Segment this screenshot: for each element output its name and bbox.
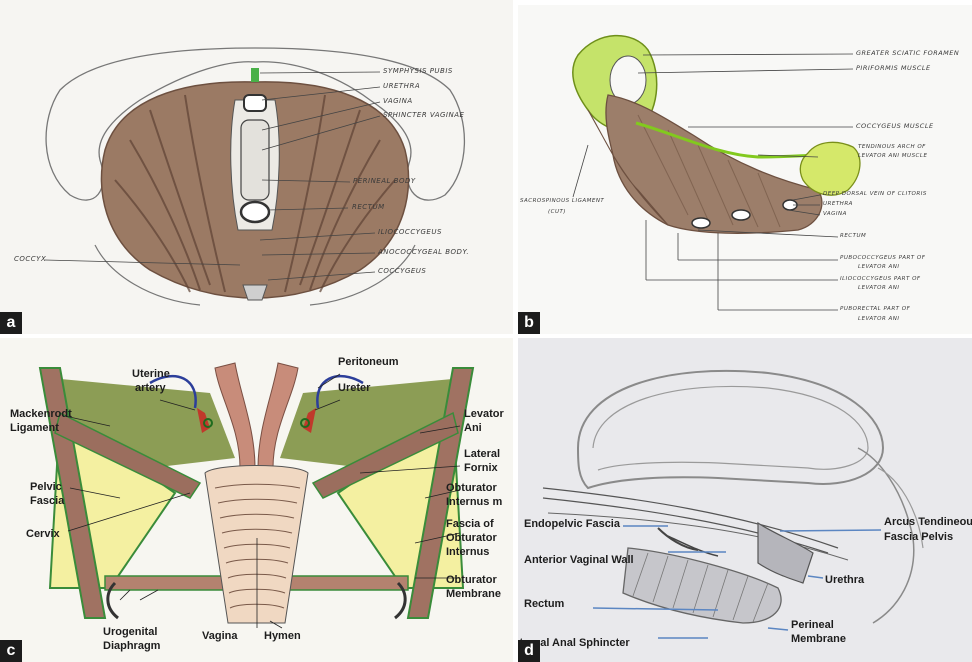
label-pelvic-1: Pelvic (30, 481, 62, 494)
label-vagina: VAGINA (383, 97, 413, 105)
label-sacrospinous-2: (CUT) (548, 209, 566, 215)
pelvic-floor-superior-drawing (0, 0, 513, 334)
label-perineal-1: Perineal (791, 619, 834, 632)
label-obturator-int-2: Internus m (446, 496, 502, 509)
label-greater-sciatic-foramen: GREATER SCIATIC FORAMEN (856, 49, 959, 57)
label-deep-dorsal-vein: DEEP DORSAL VEIN OF CLITORIS (823, 191, 927, 197)
label-peritoneum: Peritoneum (338, 356, 399, 369)
pelvic-coronal-section-drawing (0, 338, 513, 662)
label-urogenital-2: Diaphragm (103, 640, 160, 653)
label-urogenital-1: Urogenital (103, 626, 157, 639)
pelvic-sagittal-sketch (518, 338, 972, 662)
label-sphincter-vaginae: SPHINCTER VAGINAE (383, 111, 464, 119)
label-hymen: Hymen (264, 630, 301, 643)
label-tendinous-arch-2: LEVATOR ANI MUSCLE (858, 153, 927, 159)
label-symphysis-pubis: SYMPHYSIS PUBIS (383, 67, 453, 75)
label-fascia-obt-2: Obturator (446, 532, 497, 545)
label-anococcygeal-body: ANOCOCCYGEAL BODY. (378, 248, 469, 256)
label-iliococcygeus-2: LEVATOR ANI (858, 285, 900, 291)
panel-c: Uterine artery Peritoneum Ureter Mackenr… (0, 338, 513, 662)
label-sacrospinous-1: SACROSPINOUS LIGAMENT (520, 198, 604, 204)
label-obt-membrane-1: Obturator (446, 574, 497, 587)
label-coccygeus-muscle: COCCYGEUS MUSCLE (856, 122, 934, 130)
label-levator-1: Levator (464, 408, 504, 421)
label-rectum: RECTUM (352, 203, 385, 211)
panel-b: GREATER SCIATIC FORAMEN PIRIFORMIS MUSCL… (518, 5, 972, 334)
label-piriformis-muscle: PIRIFORMIS MUSCLE (856, 64, 931, 72)
label-rectum: RECTUM (840, 233, 866, 239)
label-cervix: Cervix (26, 528, 60, 541)
label-endopelvic-fascia: Endopelvic Fascia (524, 518, 620, 531)
label-coccyx: COCCYX (14, 255, 46, 263)
label-vagina: VAGINA (823, 211, 847, 217)
label-pubococcygeus-1: PUBOCOCCYGEUS PART OF (840, 255, 925, 261)
label-arcus-1: Arcus Tendineous (884, 516, 972, 529)
panel-tag-d: d (518, 640, 540, 662)
label-perineal-2: Membrane (791, 633, 846, 646)
label-urethra: Urethra (825, 574, 864, 587)
label-levator-2: Ani (464, 422, 482, 435)
label-fascia-obt-3: Internus (446, 546, 489, 559)
label-uterine-2: artery (135, 382, 166, 395)
label-iliococcygeus-1: ILIOCOCCYGEUS PART OF (840, 276, 921, 282)
panel-a: SYMPHYSIS PUBIS URETHRA VAGINA SPHINCTER… (0, 0, 513, 334)
panel-tag-b: b (518, 312, 540, 334)
label-lateral-2: Fornix (464, 462, 498, 475)
label-iliococcygeus: ILIOCOCCYGEUS (378, 228, 442, 236)
label-pelvic-2: Fascia (30, 495, 64, 508)
label-mackenrodt-1: Mackenrodt (10, 408, 72, 421)
label-mackenrodt-2: Ligament (10, 422, 59, 435)
label-rectum: Rectum (524, 598, 564, 611)
label-ureter: Ureter (338, 382, 370, 395)
label-coccygeus: COCCYGEUS (378, 267, 426, 275)
label-arcus-2: Fascia Pelvis (884, 531, 953, 544)
label-urethra: URETHRA (383, 82, 420, 90)
label-puborectal-1: PUBORECTAL PART OF (840, 306, 910, 312)
label-urethra: URETHRA (823, 201, 853, 207)
label-obturator-int-1: Obturator (446, 482, 497, 495)
label-uterine-1: Uterine (132, 368, 170, 381)
panel-d: Endopelvic Fascia Arcus Tendineous Fasci… (518, 338, 972, 662)
label-fascia-obt-1: Fascia of (446, 518, 494, 531)
label-perineal-body: PERINEAL BODY (353, 177, 416, 185)
label-vagina: Vagina (202, 630, 237, 643)
label-puborectal-2: LEVATOR ANI (858, 316, 900, 322)
label-anterior-vaginal-wall: Anterior Vaginal Wall (524, 554, 634, 567)
label-obt-membrane-2: Membrane (446, 588, 501, 601)
panel-tag-c: c (0, 640, 22, 662)
panel-tag-a: a (0, 312, 22, 334)
label-lateral-1: Lateral (464, 448, 500, 461)
label-pubococcygeus-2: LEVATOR ANI (858, 264, 900, 270)
label-tendinous-arch-1: TENDINOUS ARCH OF (858, 144, 926, 150)
